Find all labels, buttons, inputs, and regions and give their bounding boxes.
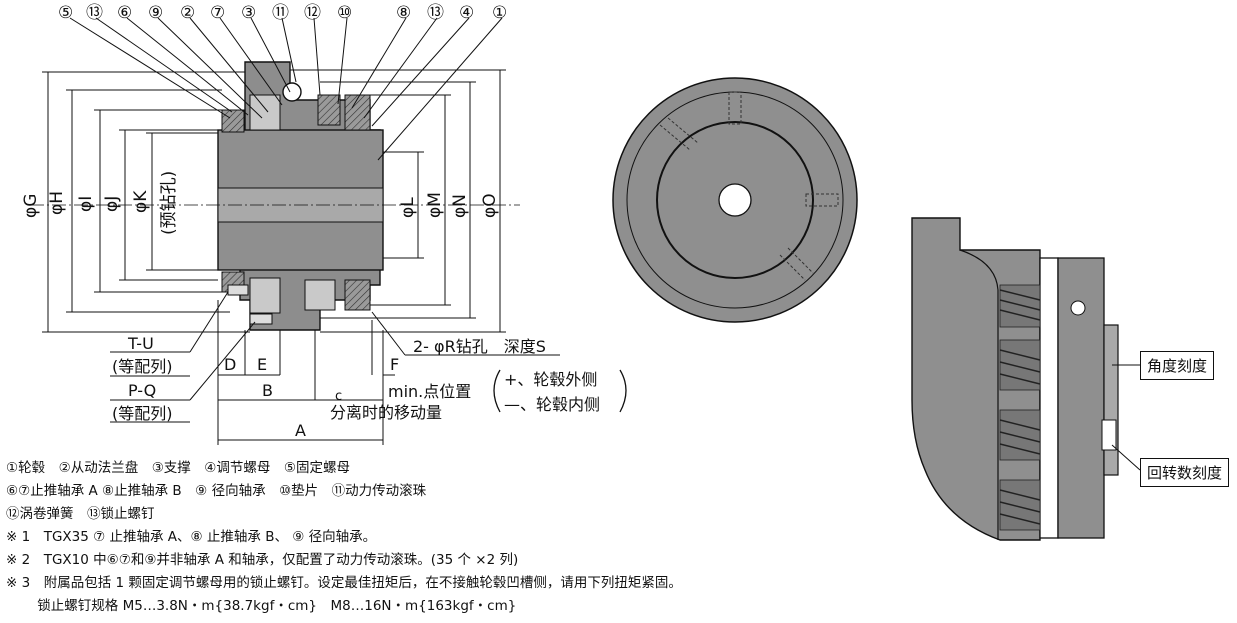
note-line-2: ⑥⑦止推轴承 A ⑧止推轴承 B ⑨ 径向轴承 ⑩垫片 ⑪动力传动滚珠: [6, 483, 427, 499]
separation-travel: 分离时的移动量: [330, 403, 442, 422]
dim-P-Q-note: (等配列): [112, 404, 173, 423]
bracket-left: [493, 369, 501, 413]
plus-side: +、轮毂外侧: [504, 370, 597, 389]
dia-O: φO: [480, 193, 500, 218]
note-line-3: ⑫涡卷弹簧 ⑬锁止螺钉: [6, 506, 155, 522]
dim-D: D: [224, 355, 236, 374]
right-diameter-labels: φL φM φN φO: [398, 192, 500, 218]
callout-9: ⑨: [148, 3, 163, 23]
hole-spec: 2- φR钻孔 深度S: [413, 337, 546, 356]
bracket-right: [619, 369, 627, 413]
note-line-1: ①轮毂 ②从动法兰盘 ③支撑 ④调节螺母 ⑤固定螺母: [6, 460, 351, 476]
callout-leaders: [69, 17, 503, 161]
dia-H: φH: [47, 191, 67, 215]
callout-6: ⑥: [117, 3, 132, 23]
dim-A: A: [295, 421, 306, 440]
callout-10: ⑩: [337, 3, 352, 23]
callout-4: ④: [459, 3, 474, 23]
dia-G: φG: [21, 194, 41, 218]
dim-T-U-note: (等配列): [112, 357, 173, 376]
dim-P-Q: P-Q: [128, 381, 156, 400]
side-view: [911, 217, 1141, 541]
callout-7: ⑦: [210, 3, 225, 23]
min-point: min.点位置: [388, 382, 471, 401]
left-dimension-lines: [42, 71, 250, 333]
dia-N: φN: [450, 194, 470, 218]
callout-5: ⑤: [58, 3, 73, 23]
callout-numbers: ⑤ ⑬ ⑥ ⑨ ② ⑦ ③ ⑪ ⑫ ⑩ ⑧ ⑬ ④ ①: [58, 3, 507, 23]
callout-1: ①: [492, 3, 507, 23]
bottom-dimension-labels: T-U (等配列) P-Q (等配列) D E B c A F 2- φR钻孔 …: [112, 334, 600, 440]
left-diameter-labels: φG φH φI φJ φK (预钻孔): [21, 171, 179, 235]
bottom-dimension-lines: [110, 291, 560, 445]
note-line-6: ※ 3 附属品包括 1 颗固定调节螺母用的锁止螺钉。设定最佳扭矩后，在不接触轮毂…: [6, 575, 682, 591]
dim-B: B: [262, 381, 273, 400]
dia-J: φJ: [102, 196, 122, 212]
note-line-4: ※ 1 TGX35 ⑦ 止推轴承 A、⑧ 止推轴承 B、 ⑨ 径向轴承。: [6, 529, 377, 545]
dia-M: φM: [425, 192, 445, 218]
callout-13a: ⑬: [86, 3, 103, 23]
dia-K: φK: [131, 190, 151, 213]
callout-2: ②: [180, 3, 195, 23]
front-view: [612, 77, 858, 323]
dim-T-U: T-U: [127, 334, 154, 353]
callout-11: ⑪: [272, 3, 289, 23]
right-dimension-lines: [290, 69, 506, 333]
dia-L: φL: [398, 197, 418, 218]
callout-12: ⑫: [304, 3, 321, 23]
dim-E: E: [257, 355, 267, 374]
minus-side: —、轮毂内侧: [504, 395, 600, 414]
notes-block: ①轮毂 ②从动法兰盘 ③支撑 ④调节螺母 ⑤固定螺母 ⑥⑦止推轴承 A ⑧止推轴…: [6, 457, 806, 618]
callout-13b: ⑬: [427, 3, 444, 23]
angle-scale-label: 角度刻度: [1140, 351, 1215, 380]
note-line-7: 锁止螺钉规格 M5…3.8N・m{38.7kgf・cm} M8…16N・m{16…: [6, 598, 517, 614]
note-line-5: ※ 2 TGX10 中⑥⑦和⑨并非轴承 A 和轴承，仅配置了动力传动滚珠。(35…: [6, 552, 519, 568]
dim-F: F: [390, 355, 399, 374]
revolution-scale-label: 回转数刻度: [1140, 458, 1230, 487]
section-view: [30, 61, 520, 331]
dia-I: φI: [76, 196, 96, 212]
callout-3: ③: [241, 3, 256, 23]
dia-K-note: (预钻孔): [159, 171, 179, 235]
dim-c: c: [335, 389, 342, 404]
callout-8: ⑧: [396, 3, 411, 23]
